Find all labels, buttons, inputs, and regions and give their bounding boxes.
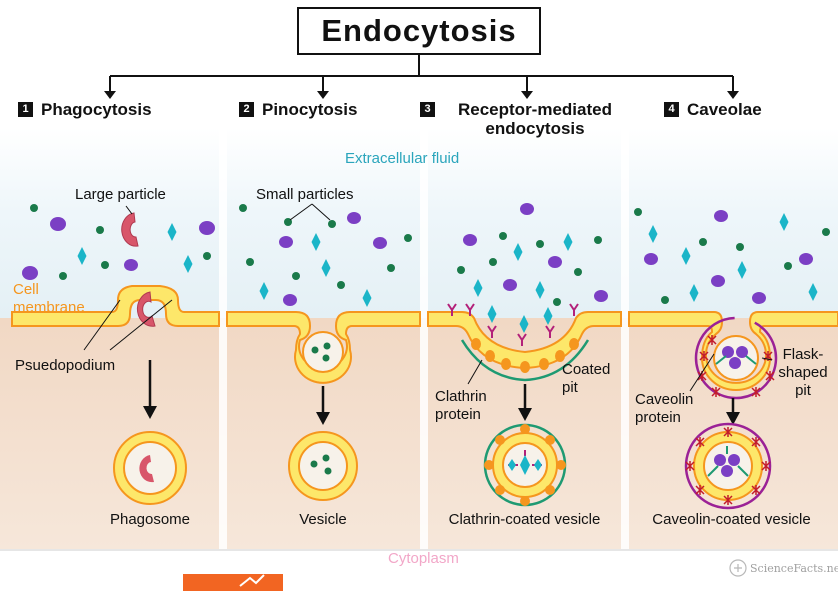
caption-vesicle: Vesicle bbox=[299, 511, 347, 528]
phagocytosis-panel bbox=[11, 204, 220, 505]
cell-membrane-label: Cell membrane bbox=[13, 281, 85, 316]
coated-pit-label: Coated pit bbox=[562, 361, 611, 396]
heading-label: Receptor-mediated endocytosis bbox=[458, 100, 612, 138]
cytoplasm-label: Cytoplasm bbox=[388, 550, 459, 567]
heading-label: Pinocytosis bbox=[262, 100, 358, 119]
heading-pinocytosis: 2 Pinocytosis bbox=[239, 100, 357, 119]
caption-phagosome: Phagosome bbox=[109, 511, 191, 528]
clathrin-protein-label: Clathrin protein bbox=[435, 388, 487, 423]
heading-number: 1 bbox=[18, 102, 33, 117]
connector-lines bbox=[109, 55, 734, 93]
psuedopodium-label: Psuedopodium bbox=[15, 357, 116, 374]
heading-number: 4 bbox=[664, 102, 679, 117]
caveolin-protein-label: Caveolin protein bbox=[635, 391, 694, 426]
flask-shaped-pit-label: Flask-shaped pit bbox=[778, 346, 828, 399]
diagram-title: Endocytosis bbox=[297, 7, 541, 55]
watermark-text: ScienceFacts.net bbox=[750, 562, 838, 575]
heading-label: Phagocytosis bbox=[41, 100, 152, 119]
extracellular-fluid-label: Extracellular fluid bbox=[345, 150, 460, 167]
heading-caveolae: 4 Caveolae bbox=[664, 100, 762, 119]
small-particles-label: Small particles bbox=[256, 186, 354, 203]
heading-phagocytosis: 1 Phagocytosis bbox=[18, 100, 152, 119]
connector-arrowheads bbox=[104, 91, 739, 99]
caveolae-panel bbox=[628, 208, 838, 510]
heading-label: Caveolae bbox=[687, 100, 762, 119]
brand-logo-icon bbox=[183, 559, 747, 591]
receptor-mediated-panel bbox=[427, 203, 622, 507]
heading-number: 2 bbox=[239, 102, 254, 117]
heading-number: 3 bbox=[420, 102, 435, 117]
caption-caveolin-coated-vesicle: Caveolin-coated vesicle bbox=[652, 511, 811, 528]
pinocytosis-panel bbox=[226, 203, 421, 501]
caption-clathrin-coated-vesicle: Clathrin-coated vesicle bbox=[448, 511, 601, 528]
large-particle-label: Large particle bbox=[75, 186, 166, 203]
heading-receptor-mediated: 3 Receptor-mediated endocytosis bbox=[420, 100, 630, 138]
